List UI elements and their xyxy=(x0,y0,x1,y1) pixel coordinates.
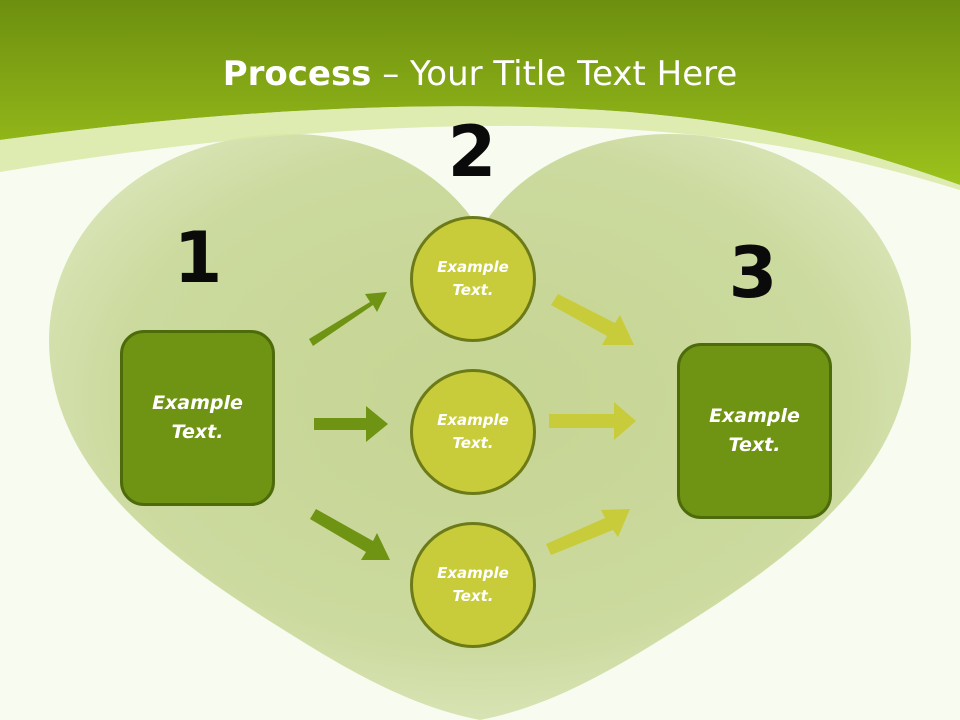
arrow-middle-to-right xyxy=(549,402,636,440)
right-process-box: Example Text. xyxy=(677,343,832,519)
title-rest: – Your Title Text Here xyxy=(371,54,738,94)
arrow-left-to-top xyxy=(309,292,387,346)
middle-circle-text: Example Text. xyxy=(437,411,509,452)
top-circle-text: Example Text. xyxy=(437,258,509,299)
middle-circle: Example Text. xyxy=(410,369,536,495)
header-swoosh xyxy=(0,106,960,190)
right-box-text: Example Text. xyxy=(709,405,800,456)
arrow-bottom-to-right xyxy=(546,509,630,555)
left-box-text: Example Text. xyxy=(152,392,243,443)
title-bold: Process xyxy=(222,54,372,94)
arrow-left-to-middle xyxy=(314,406,388,442)
header-band xyxy=(0,0,960,185)
bottom-circle-text: Example Text. xyxy=(437,564,509,605)
top-circle: Example Text. xyxy=(410,216,536,342)
arrow-top-to-right xyxy=(551,294,634,345)
page-title: Process – Your Title Text Here xyxy=(0,48,960,100)
left-process-box: Example Text. xyxy=(120,330,275,506)
bottom-circle: Example Text. xyxy=(410,522,536,648)
arrow-left-to-bottom xyxy=(310,509,390,560)
step-number-1: 1 xyxy=(173,217,223,299)
step-number-2: 2 xyxy=(447,111,497,193)
step-number-3: 3 xyxy=(728,232,778,314)
